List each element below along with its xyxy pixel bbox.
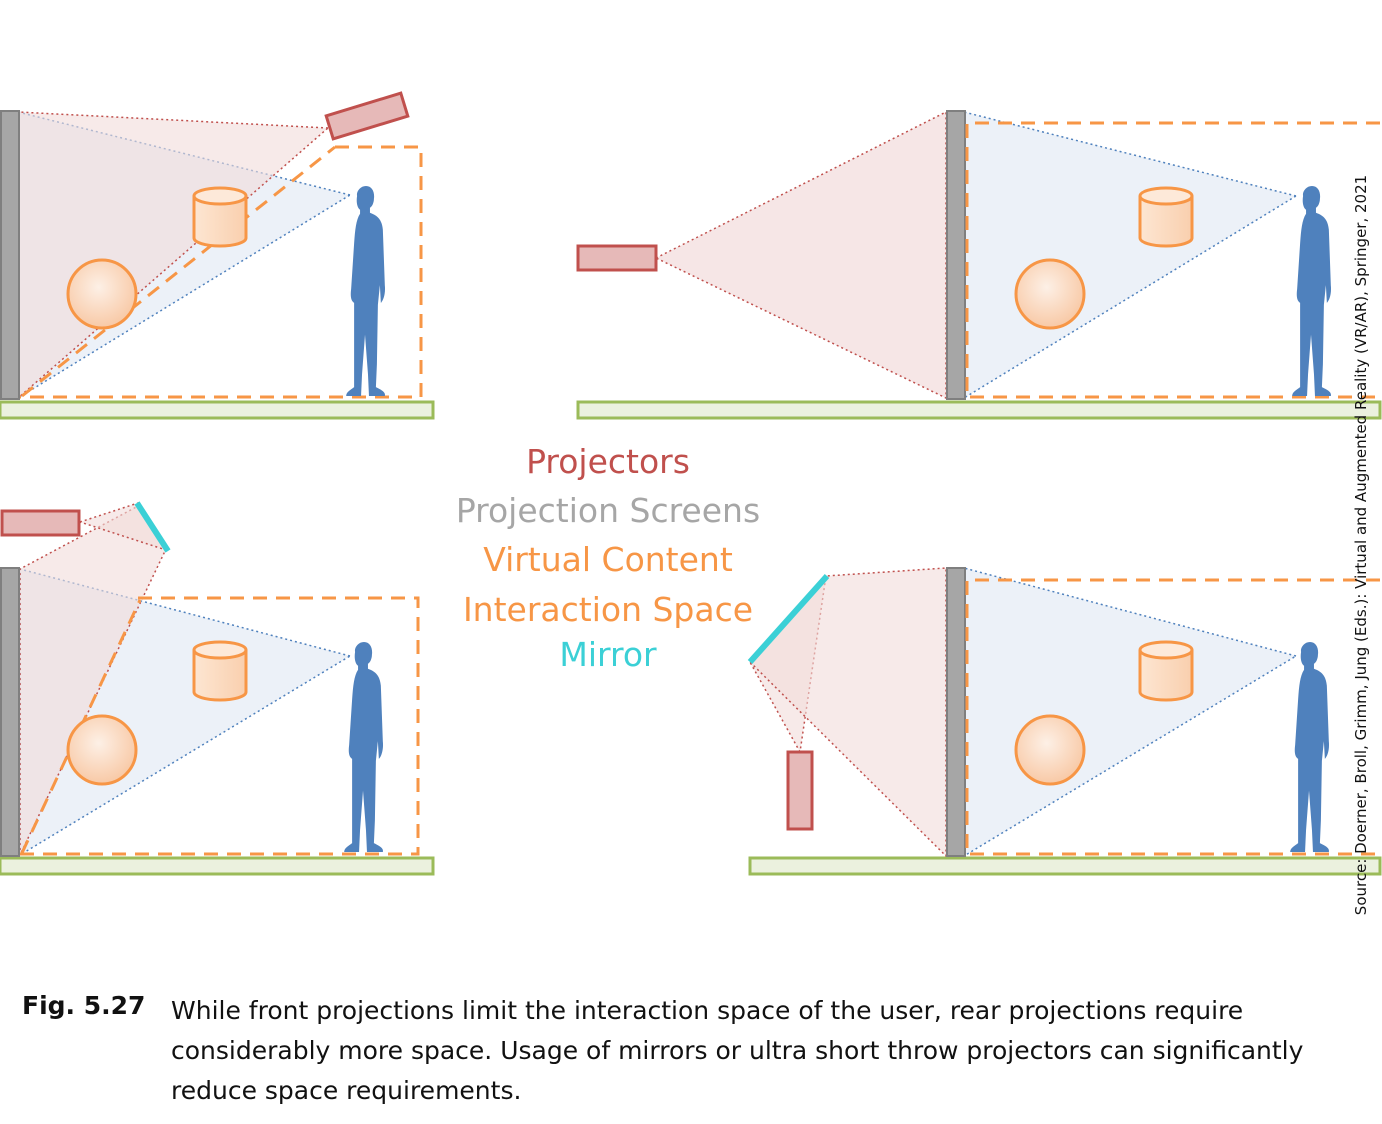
- legend-interaction-space: Interaction Space: [462, 590, 754, 629]
- floor: [576, 400, 1382, 420]
- projection-screen: [0, 567, 20, 857]
- virtual-cylinder: [192, 640, 248, 702]
- interaction-space: [20, 145, 423, 399]
- projection-screen: [946, 110, 966, 400]
- virtual-cylinder: [1138, 640, 1194, 702]
- virtual-sphere: [66, 714, 138, 786]
- floor: [748, 856, 1382, 876]
- mirror: [134, 501, 171, 553]
- figure-caption: While front projections limit the intera…: [171, 996, 1304, 1105]
- projector: [0, 509, 81, 537]
- virtual-sphere: [66, 258, 138, 330]
- virtual-sphere: [1014, 258, 1086, 330]
- projection-screen: [946, 567, 966, 857]
- legend-virtual-content: Virtual Content: [483, 540, 733, 579]
- virtual-sphere: [1014, 714, 1086, 786]
- panel-rear-projection: [576, 110, 1382, 420]
- figure-label: Fig. 5.27: [22, 991, 146, 1020]
- projector: [786, 750, 814, 831]
- viewer-frustum: [963, 567, 1298, 858]
- user-figure: [1290, 642, 1330, 853]
- panel-front-projection: [0, 91, 435, 420]
- floor: [0, 400, 435, 420]
- legend-projectors: Projectors: [526, 442, 690, 481]
- user-figure: [1292, 186, 1332, 397]
- projection-screen: [0, 110, 20, 400]
- interaction-space-boundary: [21, 145, 336, 398]
- projector-beam: [17, 111, 330, 400]
- user-figure: [346, 186, 386, 397]
- virtual-cylinder: [192, 186, 248, 248]
- projector: [324, 91, 410, 141]
- user-figure: [344, 642, 384, 853]
- legend-projection-screens: Projection Screens: [455, 491, 761, 530]
- panel-rear-mirror-projection: [747, 567, 1382, 876]
- panel-front-mirror-projection: [0, 501, 435, 876]
- floor: [0, 856, 435, 876]
- virtual-cylinder: [1138, 186, 1194, 248]
- projector: [576, 244, 658, 272]
- source-credit: Source: Doerner, Broll, Grimm, Jung (Eds…: [1352, 174, 1370, 916]
- interaction-space: [20, 596, 420, 856]
- viewer-frustum: [963, 111, 1298, 400]
- legend-mirror: Mirror: [559, 635, 657, 674]
- mirror: [747, 573, 830, 665]
- projector-beam: [654, 110, 947, 400]
